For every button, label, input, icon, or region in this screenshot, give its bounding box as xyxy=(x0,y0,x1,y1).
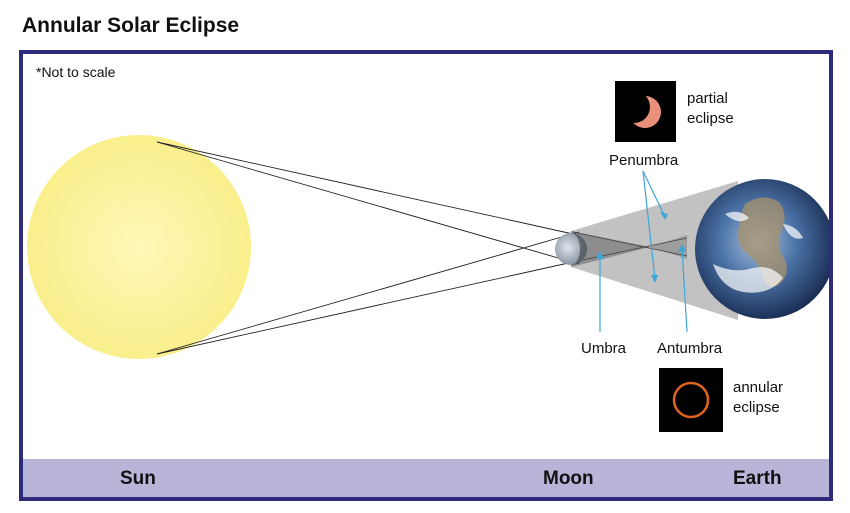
pointer-lines xyxy=(599,170,688,333)
diagram-title: Annular Solar Eclipse xyxy=(22,14,240,37)
partial-eclipse-crescent xyxy=(629,96,661,128)
ray-line xyxy=(156,261,574,355)
earth-continent xyxy=(738,197,787,287)
annular-eclipse-image xyxy=(659,368,723,432)
sun-label: Sun xyxy=(120,468,156,489)
ray-line xyxy=(156,231,580,355)
scale-note: *Not to scale xyxy=(36,64,116,80)
penumbra-label: Penumbra xyxy=(609,152,679,169)
earth-clouds xyxy=(713,211,803,293)
partial-eclipse-image xyxy=(615,81,676,142)
antumbra-label: Antumbra xyxy=(657,340,723,357)
penumbra-cone xyxy=(571,181,738,320)
sun xyxy=(27,135,251,359)
annular-eclipse-label-line1: annular xyxy=(733,379,784,396)
penumbra-pointer xyxy=(642,170,666,218)
moon-shadow-side xyxy=(571,233,587,265)
bottom-label-bar: Sun Moon Earth xyxy=(23,459,829,497)
partial-eclipse-label-line2: eclipse xyxy=(687,110,734,127)
antumbra-pointer xyxy=(681,246,688,333)
partial-eclipse-label-line1: partial xyxy=(687,90,728,107)
ray-line xyxy=(156,141,574,235)
annular-eclipse-ring xyxy=(672,381,710,419)
antumbra-cone xyxy=(650,235,687,259)
pointer-arrowheads xyxy=(596,212,686,283)
penumbra-pointer xyxy=(642,170,656,280)
moon-label: Moon xyxy=(543,468,594,489)
ray-line xyxy=(572,231,688,257)
earth-label: Earth xyxy=(733,468,782,489)
ray-line xyxy=(572,237,688,263)
umbra-label: Umbra xyxy=(581,340,627,357)
partial-eclipse-label: partial eclipse xyxy=(687,89,734,129)
eclipse-scene xyxy=(27,135,829,359)
diagram-frame: *Not to scale xyxy=(19,50,833,501)
ray-line xyxy=(156,141,580,265)
annular-eclipse-label-line2: eclipse xyxy=(733,399,780,416)
annular-eclipse-label: annular eclipse xyxy=(733,378,783,418)
